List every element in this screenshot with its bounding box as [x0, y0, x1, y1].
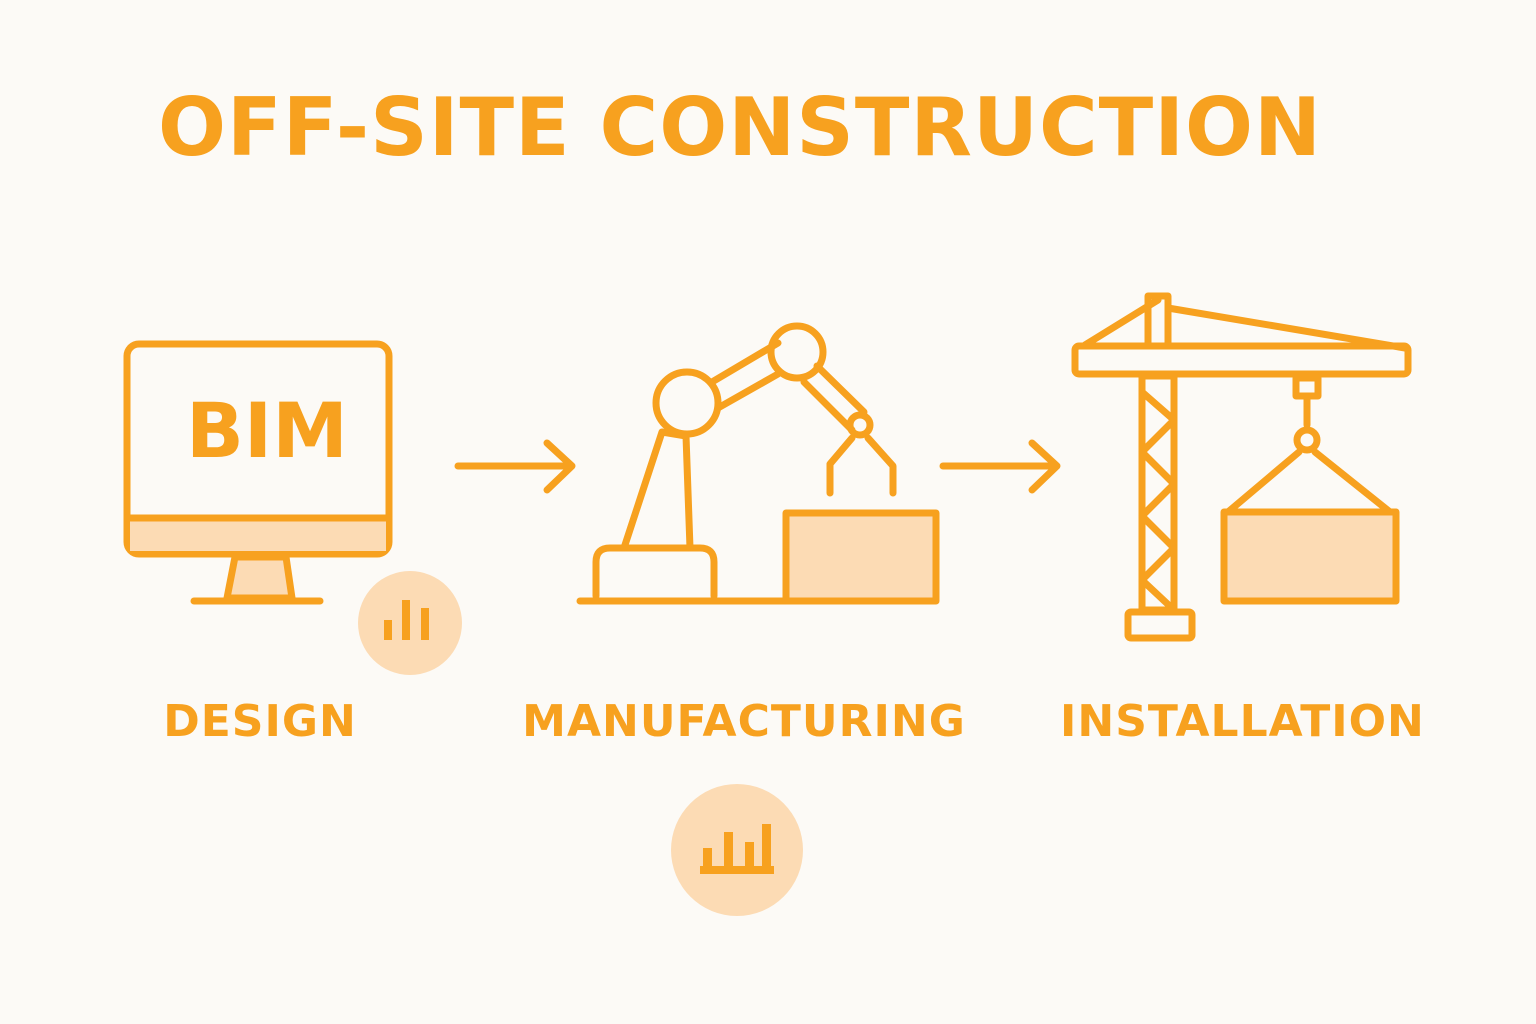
step-label-installation: INSTALLATION [1060, 696, 1425, 747]
monitor-screen-text: BIM [186, 386, 348, 475]
bar-chart-icon [671, 784, 803, 916]
arrow-right-icon [454, 439, 576, 494]
step-label-design: DESIGN [163, 696, 357, 747]
tower-crane-icon [1071, 292, 1412, 642]
step-label-manufacturing: MANUFACTURING [522, 696, 966, 747]
computer-monitor-icon [123, 340, 393, 605]
robotic-arm-icon [576, 322, 940, 605]
bar-chart-icon [358, 571, 462, 675]
diagram-title: OFF-SITE CONSTRUCTION [158, 81, 1322, 174]
arrow-right-icon [939, 439, 1061, 494]
